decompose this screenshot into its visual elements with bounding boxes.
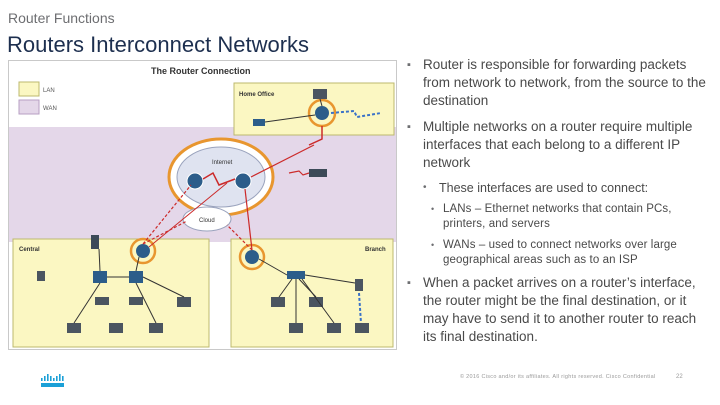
ethernet-link (142, 276, 185, 298)
cloud-label: Cloud (199, 218, 215, 224)
internet-router-icon (186, 172, 204, 190)
pc-icon (149, 323, 163, 333)
branch-router-icon (245, 250, 259, 264)
printer-icon (129, 297, 143, 305)
central-wan-link (142, 220, 188, 245)
central-wan-link (142, 184, 192, 245)
ethernet-link (98, 248, 101, 272)
ethernet-link (135, 256, 140, 272)
footer-copyright: © 2016 Cisco and/or its affiliates. All … (460, 374, 656, 380)
legend-wan-label: WAN (43, 106, 57, 112)
pc-icon (109, 323, 123, 333)
pc-icon (327, 323, 341, 333)
laptop-icon (355, 323, 369, 333)
pc-icon (309, 297, 323, 307)
central-label: Central (19, 247, 40, 253)
server-icon (91, 235, 99, 249)
branch-label: Branch (365, 247, 386, 253)
laptop-icon (313, 89, 327, 99)
serial-link (202, 171, 236, 186)
bullet-multiple-interfaces: Multiple networks on a router require mu… (407, 118, 712, 172)
central-router-icon (136, 244, 150, 258)
central-router-highlight (129, 237, 157, 265)
switch-icon (253, 119, 265, 126)
section-kicker: Router Functions (8, 10, 115, 26)
wireless-ap-icon (355, 279, 363, 291)
router-connection-diagram: The Router Connection LAN WAN Home Offic… (8, 60, 397, 350)
ethernet-link (278, 278, 293, 298)
ip-phone-icon (37, 271, 45, 281)
wireless-link (330, 109, 382, 119)
page-title: Routers Interconnect Networks (7, 32, 310, 57)
ethernet-link (258, 258, 288, 276)
switch-icon (287, 271, 305, 279)
ethernet-link (319, 98, 323, 107)
ethernet-link (73, 282, 101, 324)
page-number: 22 (676, 374, 683, 380)
ethernet-link (304, 274, 356, 284)
home-wan-link (308, 126, 323, 146)
legend-wan-swatch (18, 99, 40, 115)
internet-label: Internet (212, 160, 233, 166)
modem-link (288, 170, 310, 176)
home-router-icon (315, 106, 329, 120)
modem-icon (309, 169, 327, 177)
legend-lan-label: LAN (43, 88, 55, 94)
sub-bullet-wans: WANs – used to connect networks over lar… (407, 238, 712, 268)
branch-wan-link (226, 224, 253, 251)
pc-icon (271, 297, 285, 307)
bullet-list: Router is responsible for forwarding pac… (407, 56, 712, 354)
branch-wan-link (244, 188, 253, 251)
sub-bullet-interfaces: These interfaces are used to connect: (407, 180, 712, 196)
home-office-label: Home Office (239, 92, 275, 98)
ethernet-link (135, 282, 157, 324)
bullet-forwarding: Router is responsible for forwarding pac… (407, 56, 712, 110)
home-wan-link (250, 144, 315, 178)
cisco-logo-icon (41, 374, 64, 387)
diagram-title: The Router Connection (151, 66, 251, 76)
ethernet-link (301, 278, 335, 324)
ethernet-link (264, 114, 316, 123)
wireless-link (358, 292, 362, 324)
internet-router-icon (234, 172, 252, 190)
bullet-packet-arrival: When a packet arrives on a router’s inte… (407, 274, 712, 346)
legend-lan-swatch (18, 81, 40, 97)
internet-cloud-icon (176, 146, 266, 208)
pc-icon (177, 297, 191, 307)
sub-bullet-lans: LANs – Ethernet networks that contain PC… (407, 202, 712, 232)
pc-icon (289, 323, 303, 333)
pc-icon (67, 323, 81, 333)
switch-icon (93, 271, 107, 283)
printer-icon (95, 297, 109, 305)
central-wan-link (148, 182, 228, 248)
switch-icon (129, 271, 143, 283)
